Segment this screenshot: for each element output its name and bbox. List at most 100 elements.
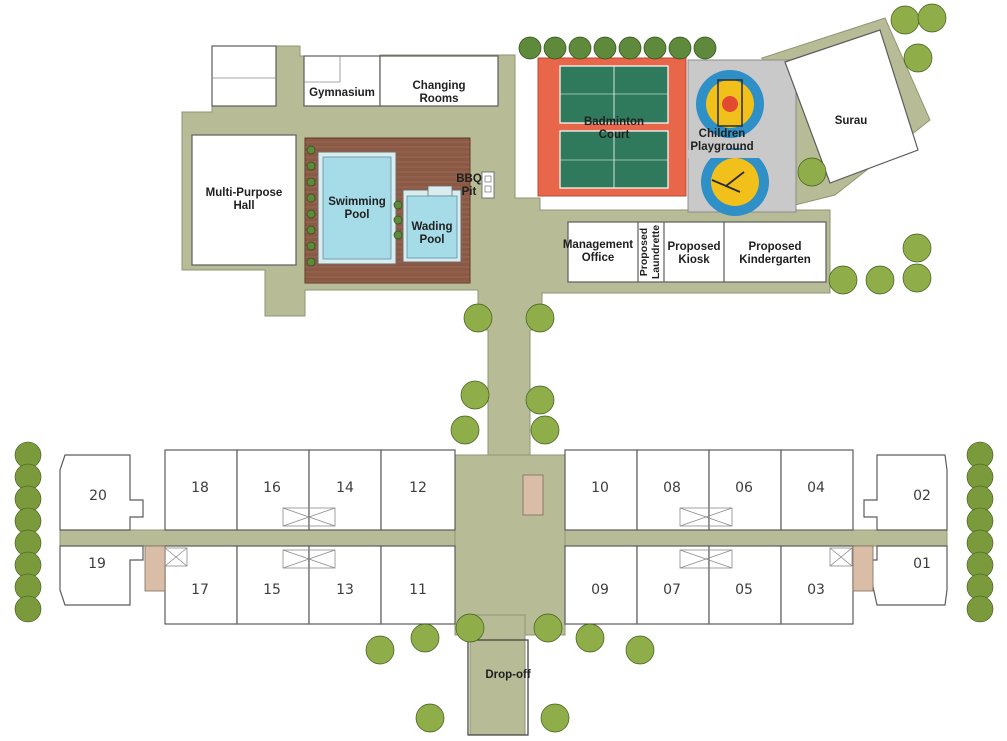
wading-pool-label-2: Pool xyxy=(420,234,445,246)
shrub-icon xyxy=(568,36,592,60)
tree-icon xyxy=(533,613,563,643)
unit-label-03: 03 xyxy=(807,582,825,598)
tree-icon xyxy=(415,703,445,733)
kiosk-label-1: Proposed xyxy=(667,241,720,253)
changing-rooms-label-1: Changing xyxy=(412,80,465,92)
void-markers xyxy=(164,507,853,569)
pool-shrubs xyxy=(306,145,403,267)
unit-label-19: 19 xyxy=(88,556,106,572)
tree-icon xyxy=(540,703,570,733)
unit-08[interactable] xyxy=(636,449,710,531)
tree-icon xyxy=(575,623,605,653)
surau-building xyxy=(784,29,919,184)
tree-icon xyxy=(902,263,932,293)
kindergarten-label-1: Proposed xyxy=(748,241,801,253)
unit-20[interactable] xyxy=(59,454,144,531)
unit-label-13: 13 xyxy=(336,582,354,598)
shrub-icon xyxy=(668,36,692,60)
unit-label-01: 01 xyxy=(913,556,931,572)
unit-19[interactable] xyxy=(59,545,144,606)
shrub-icon xyxy=(693,36,717,60)
multi-purpose-hall-label-2: Hall xyxy=(233,200,254,212)
badminton-court-area: Badminton Court xyxy=(537,57,687,197)
tree-icon xyxy=(797,157,827,187)
tree-icon xyxy=(902,233,932,263)
unit-12[interactable] xyxy=(380,449,456,531)
tree-icon xyxy=(525,303,555,333)
tree-icon xyxy=(903,43,933,73)
unit-10[interactable] xyxy=(564,449,638,531)
shrub-icon xyxy=(518,36,542,60)
multi-purpose-hall-room xyxy=(191,134,297,266)
multi-purpose-hall-label-1: Multi-Purpose xyxy=(206,187,283,199)
management-label-2: Office xyxy=(582,252,615,264)
unit-02[interactable] xyxy=(863,454,948,531)
top-left-room xyxy=(211,45,277,107)
multi-purpose-hall: Multi-Purpose Hall xyxy=(191,134,297,266)
unit-label-12: 12 xyxy=(409,480,427,496)
unit-07[interactable] xyxy=(636,545,710,625)
unit-label-02: 02 xyxy=(913,488,931,504)
unit-label-11: 11 xyxy=(409,582,427,598)
unit-label-09: 09 xyxy=(591,582,609,598)
surau-label: Surau xyxy=(835,115,868,127)
unit-label-16: 16 xyxy=(263,480,281,496)
unit-16[interactable] xyxy=(236,449,310,531)
stair-left xyxy=(144,545,166,592)
residential-block: 20 18 16 14 12 10 08 06 04 02 19 17 15 1… xyxy=(59,449,948,736)
wading-pool-water[interactable] xyxy=(406,195,458,259)
tree-icon xyxy=(917,3,947,33)
tree-icon xyxy=(966,595,994,623)
unit-label-04: 04 xyxy=(807,480,825,496)
wading-pool-label-1: Wading xyxy=(411,221,452,233)
drop-off-label: Drop-off xyxy=(485,669,531,681)
management-row: Management Office Proposed Laundrette Pr… xyxy=(563,221,827,283)
stair-center xyxy=(522,474,544,516)
unit-label-06: 06 xyxy=(735,480,753,496)
unit-11[interactable] xyxy=(380,545,456,625)
tree-icon xyxy=(455,613,485,643)
shrub-icon xyxy=(593,36,617,60)
kindergarten-label-2: Kindergarten xyxy=(739,254,811,266)
unit-05[interactable] xyxy=(708,545,782,625)
gymnasium-label: Gymnasium xyxy=(309,87,375,99)
gymnasium-room xyxy=(303,55,381,107)
management-label-1: Management xyxy=(563,239,633,251)
unit-label-20: 20 xyxy=(89,488,107,504)
shrub-icon xyxy=(618,36,642,60)
tree-icon xyxy=(625,635,655,665)
unit-06[interactable] xyxy=(708,449,782,531)
stair-right xyxy=(852,545,874,592)
tree-icon xyxy=(450,415,480,445)
unit-label-18: 18 xyxy=(191,480,209,496)
swimming-pool-label-1: Swimming xyxy=(328,196,386,208)
changing-rooms-room xyxy=(379,55,499,107)
unit-01[interactable] xyxy=(863,545,948,606)
unit-04[interactable] xyxy=(780,449,854,531)
bbq-label-2: Pit xyxy=(462,186,477,198)
swimming-pool-water[interactable] xyxy=(322,156,392,260)
unit-label-15: 15 xyxy=(263,582,281,598)
playground-label-2: Playground xyxy=(690,141,753,153)
playground-label-1: Children xyxy=(699,128,746,140)
surau: Surau xyxy=(784,29,919,184)
tree-icon xyxy=(530,415,560,445)
unit-label-10: 10 xyxy=(591,480,609,496)
badminton-label-2: Court xyxy=(599,129,630,141)
unit-label-08: 08 xyxy=(663,480,681,496)
laundrette-label-1: Proposed xyxy=(638,228,650,276)
tree-icon xyxy=(865,265,895,295)
trees xyxy=(14,3,994,733)
tree-icon xyxy=(828,265,858,295)
kiosk-label-2: Kiosk xyxy=(678,254,710,266)
drop-off-zone[interactable] xyxy=(467,639,529,736)
changing-rooms-label-2: Rooms xyxy=(420,93,459,105)
shrub-icon xyxy=(643,36,667,60)
bbq-label-1: BBQ xyxy=(456,173,482,185)
tree-icon xyxy=(14,595,42,623)
unit-label-05: 05 xyxy=(735,582,753,598)
unit-label-14: 14 xyxy=(336,480,354,496)
unit-09[interactable] xyxy=(564,545,638,625)
